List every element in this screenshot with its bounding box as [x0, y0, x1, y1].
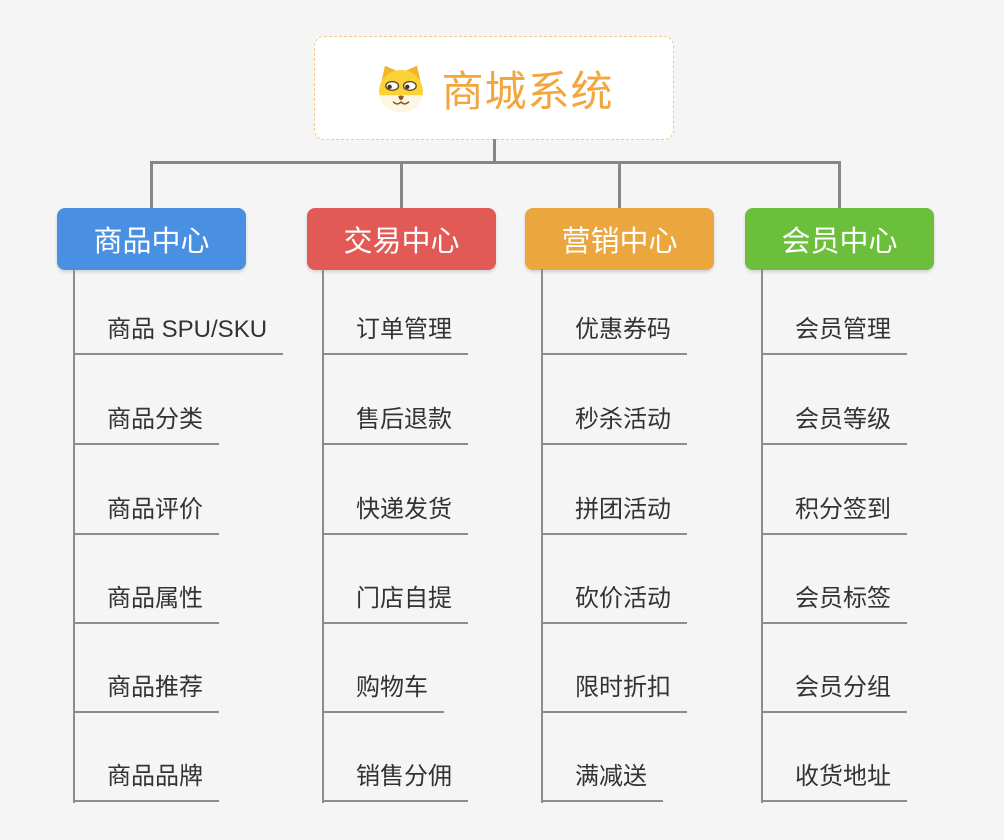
subtopic-item[interactable]: 商品分类: [73, 405, 219, 445]
connector-drop-trade: [400, 161, 403, 209]
subtopic-item[interactable]: 收货地址: [761, 762, 907, 802]
branch-trunk-product: [73, 269, 75, 803]
subtopic-item[interactable]: 砍价活动: [541, 584, 687, 624]
subtopic-item[interactable]: 商品推荐: [73, 673, 219, 713]
branch-label: 营销中心: [561, 226, 678, 258]
branch-node-trade-center[interactable]: 交易中心: [307, 208, 496, 270]
branch-trunk-trade: [322, 269, 324, 803]
subtopic-item[interactable]: 售后退款: [322, 405, 468, 445]
subtopic-item[interactable]: 商品评价: [73, 495, 219, 535]
connector-root-trunk: [493, 139, 496, 162]
branch-trunk-member: [761, 269, 763, 803]
subtopic-item[interactable]: 秒杀活动: [541, 405, 687, 445]
subtopic-item[interactable]: 商品 SPU/SKU: [73, 315, 284, 355]
subtopic-item[interactable]: 满减送: [541, 762, 663, 802]
root-topic[interactable]: 商城系统: [314, 36, 674, 140]
subtopic-item[interactable]: 积分签到: [761, 495, 907, 535]
branch-label: 商品中心: [93, 226, 210, 258]
root-topic-label: 商城系统: [441, 67, 614, 115]
subtopic-item[interactable]: 会员分组: [761, 673, 907, 713]
branch-node-product-center[interactable]: 商品中心: [57, 208, 246, 270]
shiba-dog-icon: [379, 65, 424, 112]
connector-drop-product: [150, 161, 153, 209]
subtopic-item[interactable]: 销售分佣: [322, 762, 468, 802]
connector-drop-marketing: [618, 161, 621, 209]
subtopic-item[interactable]: 订单管理: [322, 315, 468, 355]
subtopic-item[interactable]: 购物车: [322, 673, 444, 713]
branch-trunk-marketing: [541, 269, 543, 803]
subtopic-item[interactable]: 快递发货: [322, 495, 468, 535]
branch-node-member-center[interactable]: 会员中心: [745, 208, 934, 270]
connector-horizontal-bar: [150, 161, 840, 164]
branch-node-marketing-center[interactable]: 营销中心: [525, 208, 714, 270]
subtopic-item[interactable]: 商品属性: [73, 584, 219, 624]
branch-label: 交易中心: [343, 226, 460, 258]
subtopic-item[interactable]: 优惠券码: [541, 315, 687, 355]
connector-drop-member: [838, 161, 841, 209]
subtopic-item[interactable]: 会员管理: [761, 315, 907, 355]
subtopic-item[interactable]: 会员等级: [761, 405, 907, 445]
subtopic-item[interactable]: 会员标签: [761, 584, 907, 624]
subtopic-item[interactable]: 门店自提: [322, 584, 468, 624]
subtopic-item[interactable]: 商品品牌: [73, 762, 219, 802]
branch-label: 会员中心: [781, 226, 898, 258]
subtopic-item[interactable]: 拼团活动: [541, 495, 687, 535]
subtopic-item[interactable]: 限时折扣: [541, 673, 687, 713]
